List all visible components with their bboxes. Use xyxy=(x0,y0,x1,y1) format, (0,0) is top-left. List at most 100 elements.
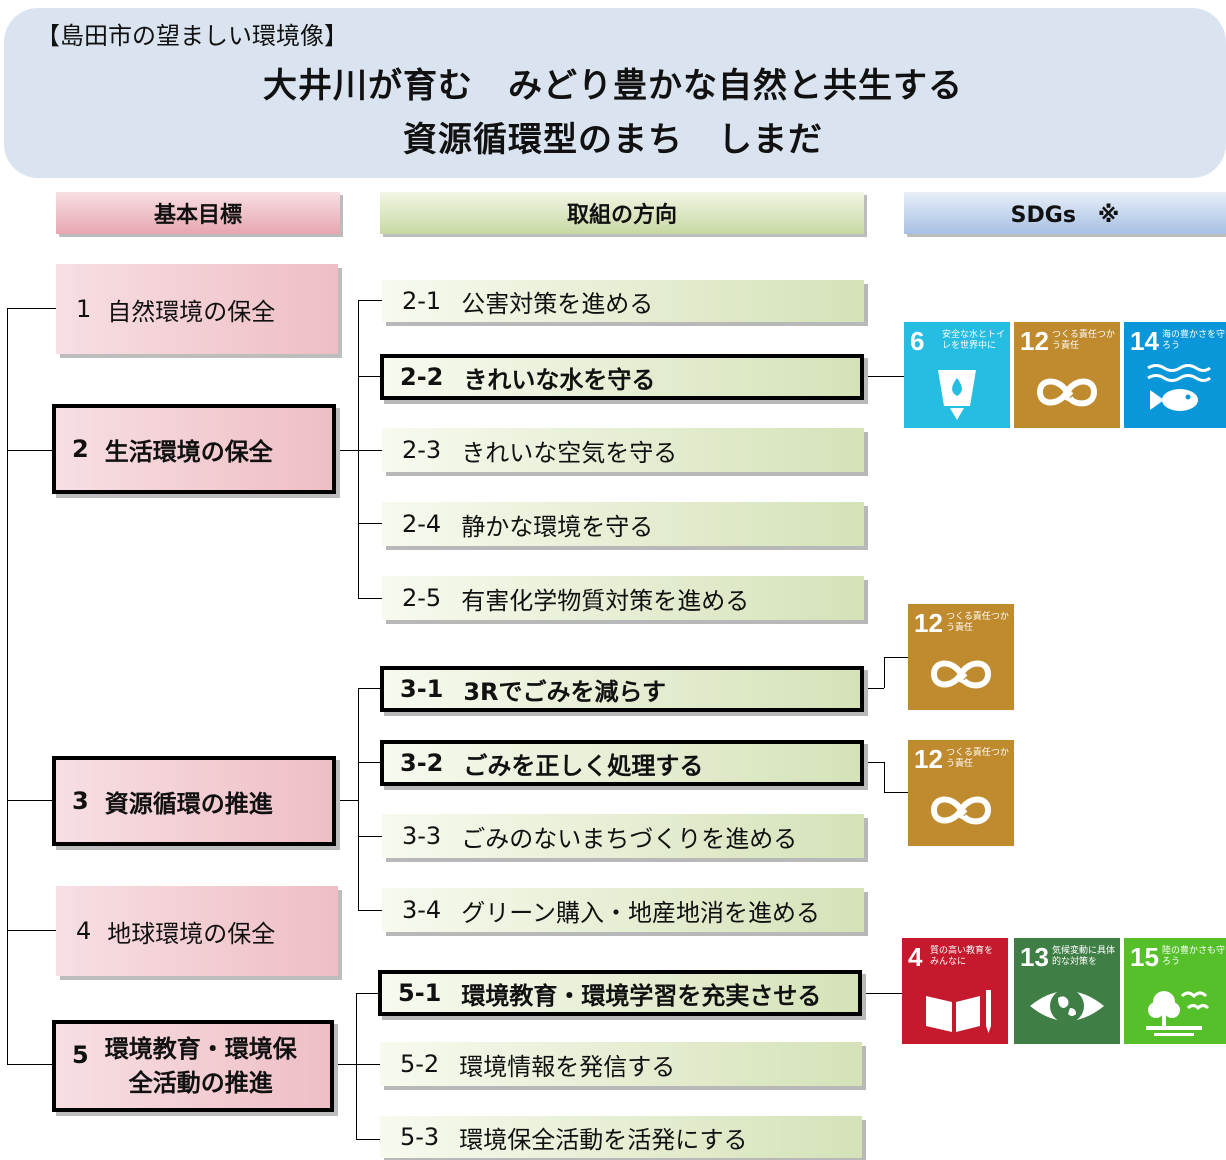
branch-3-2 xyxy=(358,762,382,763)
sdg-text: 安全な水とトイレを世界中に xyxy=(942,330,1006,351)
direction-number: 2-2 xyxy=(400,363,444,391)
sdg-12-tile: 12 つくる責任つかう責任 xyxy=(908,604,1014,710)
sdg-text: 質の高い教育をみんなに xyxy=(930,946,994,967)
direction-2-4: 2-4 静かな環境を守る xyxy=(382,502,864,546)
direction-number: 3-4 xyxy=(402,896,442,924)
direction-5-1: 5-1 環境教育・環境学習を充実させる xyxy=(378,970,862,1016)
direction-label: 環境情報を発信する xyxy=(459,1052,676,1081)
branch-goal-5 xyxy=(7,1064,53,1065)
vision-title-line2: 資源循環型のまち しまだ xyxy=(403,120,823,160)
vision-label: 【島田市の望ましい環境像】 xyxy=(36,22,348,50)
goal-label-line2: 全活動の推進 xyxy=(128,1069,273,1097)
direction-number: 5-1 xyxy=(398,979,442,1007)
sdg-4-tile: 4 質の高い教育をみんなに xyxy=(902,938,1008,1044)
branch-goal-2 xyxy=(7,450,53,451)
direction-label: 環境保全活動を活発にする xyxy=(459,1125,748,1154)
direction-label: ごみのないまちづくりを進める xyxy=(461,824,798,853)
book-pencil-icon xyxy=(926,990,991,1033)
infinity-icon xyxy=(930,660,992,689)
header-basic-goals: 基本目標 xyxy=(56,192,340,234)
goal-number: 2 xyxy=(72,435,89,463)
goal-5: 5 環境教育・環境保 全活動の推進 xyxy=(52,1020,334,1112)
direction-number: 2-5 xyxy=(402,584,442,612)
goal-label-block: 環境教育・環境保 全活動の推進 xyxy=(105,1032,297,1100)
goal-number: 3 xyxy=(72,787,89,815)
goal-label: 環境教育・環境保 xyxy=(104,1035,297,1063)
branch-goal-3 xyxy=(7,800,53,801)
direction-2-3: 2-3 きれいな空気を守る xyxy=(382,428,864,472)
goal2-out xyxy=(336,450,358,451)
branch-2-4 xyxy=(358,523,382,524)
branch-goal-4 xyxy=(7,930,57,931)
sdg-number: 12 xyxy=(914,608,943,638)
branch-2-2 xyxy=(358,376,382,377)
link-5-1-sdgs xyxy=(860,993,902,994)
goal-1: 1 自然環境の保全 xyxy=(56,264,338,354)
branch-2-5 xyxy=(358,598,382,599)
trunk-line xyxy=(7,308,8,1064)
branch-3-4 xyxy=(358,910,382,911)
goal-label: 生活環境の保全 xyxy=(104,437,273,466)
direction-number: 2-3 xyxy=(402,436,442,464)
tree-bird-icon xyxy=(1146,991,1210,1036)
direction-label: きれいな空気を守る xyxy=(461,438,678,467)
goal-label: 資源循環の推進 xyxy=(104,789,273,818)
vision-title-line1: 大井川が育む みどり豊かな自然と共生する xyxy=(263,66,963,106)
branch-goal-1 xyxy=(7,308,57,309)
goal5-trunk xyxy=(356,993,357,1139)
direction-3-4: 3-4 グリーン購入・地産地消を進める xyxy=(382,888,864,932)
sdg-number: 12 xyxy=(1020,326,1049,356)
sdg-14-tile: 14 海の豊かさを守ろう xyxy=(1124,322,1226,428)
sdg-number: 6 xyxy=(910,326,925,356)
direction-label: 静かな環境を守る xyxy=(461,512,654,541)
direction-number: 3-1 xyxy=(400,675,444,703)
link-3-1-b xyxy=(884,657,885,688)
direction-number: 3-2 xyxy=(400,749,444,777)
goal-number: 1 xyxy=(76,295,92,323)
link-3-2-a xyxy=(862,762,884,763)
link-3-2-c xyxy=(884,792,908,793)
goal-3: 3 資源循環の推進 xyxy=(52,756,336,846)
branch-3-3 xyxy=(358,836,382,837)
direction-label: きれいな水を守る xyxy=(463,365,656,394)
branch-2-3 xyxy=(358,450,382,451)
direction-number: 2-1 xyxy=(402,287,442,315)
goal-number: 5 xyxy=(72,1041,89,1069)
infinity-icon xyxy=(930,796,992,825)
direction-number: 5-2 xyxy=(400,1050,440,1078)
direction-label: 環境教育・環境学習を充実させる xyxy=(461,981,822,1010)
direction-label: 公害対策を進める xyxy=(461,289,654,318)
vision-banner xyxy=(4,8,1226,178)
sdg-text: 陸の豊かさも守ろう xyxy=(1162,946,1226,967)
direction-2-2: 2-2 きれいな水を守る xyxy=(380,354,864,400)
goal-number: 4 xyxy=(76,917,92,945)
water-drop-icon xyxy=(938,370,976,420)
direction-label: 3Rでごみを減らす xyxy=(463,677,667,706)
sdg-number: 4 xyxy=(908,942,923,972)
goal-4: 4 地球環境の保全 xyxy=(56,886,338,976)
direction-label: グリーン購入・地産地消を進める xyxy=(461,898,821,927)
sdg-text: つくる責任つかう責任 xyxy=(946,748,1009,769)
fish-icon xyxy=(1147,364,1211,411)
goal-2: 2 生活環境の保全 xyxy=(52,404,336,494)
direction-number: 2-4 xyxy=(402,510,442,538)
eye-globe-icon xyxy=(1030,989,1104,1023)
goal3-out xyxy=(336,800,358,801)
sdg-number: 12 xyxy=(914,744,943,774)
sdg-12-tile: 12 つくる責任つかう責任 xyxy=(908,740,1014,846)
direction-2-1: 2-1 公害対策を進める xyxy=(382,280,864,322)
goal-label: 自然環境の保全 xyxy=(107,297,276,326)
goal-label: 地球環境の保全 xyxy=(107,919,276,948)
sdg-text: つくる責任つかう責任 xyxy=(946,612,1009,633)
sdg-6-tile: 6 安全な水とトイレを世界中に xyxy=(904,322,1010,428)
sdg-number: 15 xyxy=(1130,942,1159,972)
sdg-text: 海の豊かさを守ろう xyxy=(1162,330,1226,351)
sdg-15-tile: 15 陸の豊かさも守ろう xyxy=(1124,938,1226,1044)
link-3-2-b xyxy=(884,762,885,792)
sdg-text: 気候変動に具体的な対策を xyxy=(1052,946,1116,967)
branch-5-2 xyxy=(356,1064,380,1065)
